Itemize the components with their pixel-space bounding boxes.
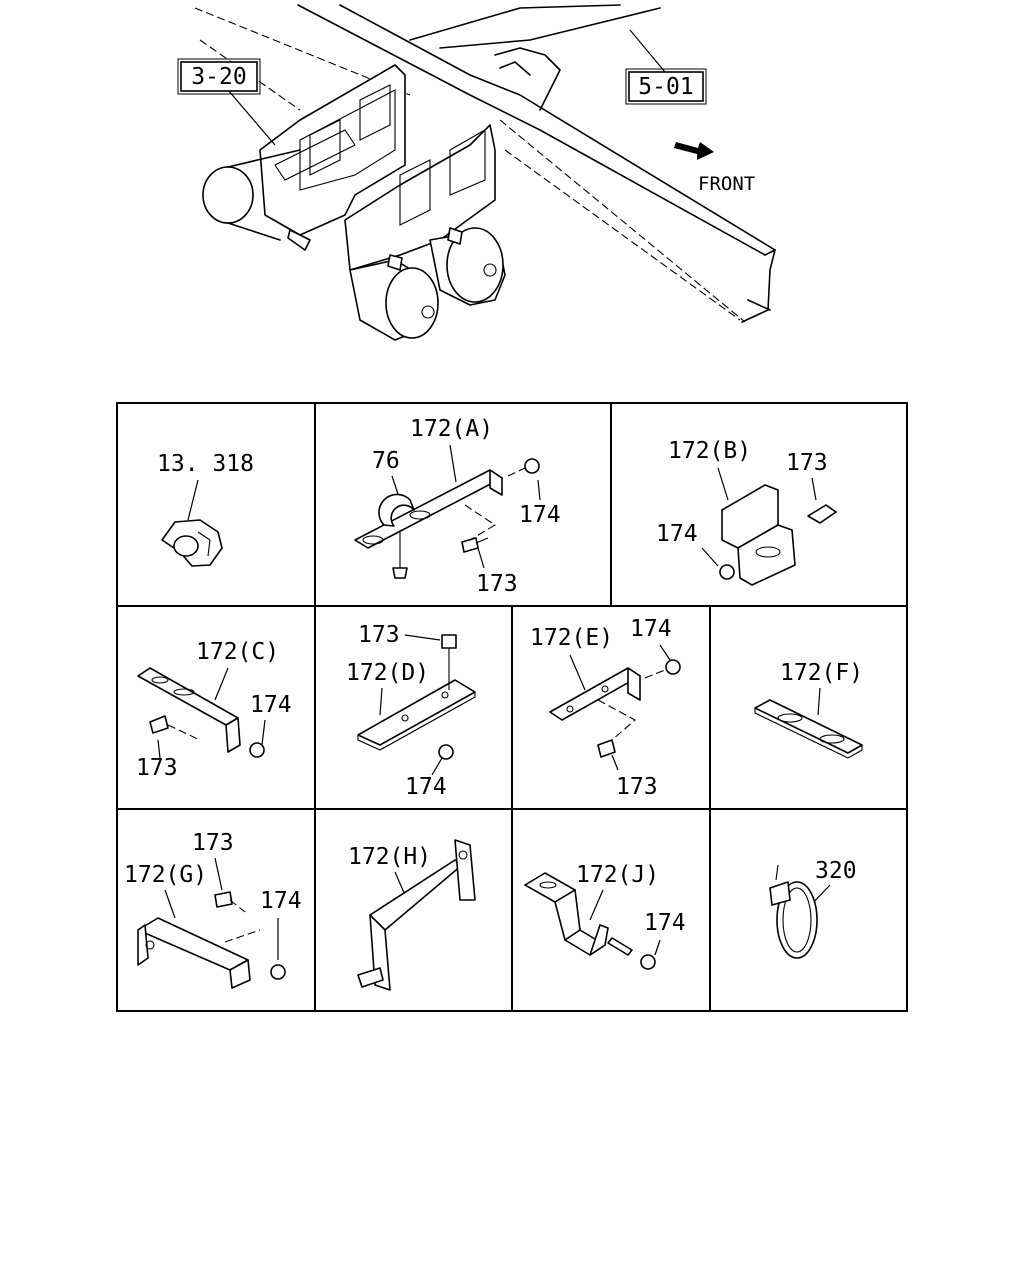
clip-icon — [161, 519, 223, 567]
cell-bracket-172f: 172(F) — [754, 660, 863, 759]
part-label-172b: 172(B) — [668, 438, 751, 464]
part-label-174-a: 174 — [519, 502, 561, 528]
part-label-174-d: 174 — [405, 774, 447, 800]
part-label-172e: 172(E) — [530, 625, 613, 651]
cable-tie-icon — [769, 864, 818, 959]
cell-bracket-172h: 172(H) — [348, 839, 476, 991]
front-label: FRONT — [698, 173, 755, 195]
front-arrow-icon — [674, 142, 714, 160]
part-label-172f: 172(F) — [780, 660, 863, 686]
part-label-76: 76 — [372, 448, 400, 474]
bracket-172a-icon — [354, 458, 540, 579]
part-label-172c: 172(C) — [196, 639, 279, 665]
bracket-172h-icon — [357, 839, 476, 991]
main-assembly-view: 3-20 5-01 FRONT — [177, 4, 776, 341]
bracket-172b-icon — [719, 484, 837, 586]
part-label-172h: 172(H) — [348, 844, 431, 870]
cell-cable-tie-320: 320 — [769, 858, 857, 959]
air-tank-lower — [349, 259, 439, 341]
bracket-172f-icon — [754, 699, 863, 759]
cell-clip-13-318: 13. 318 — [157, 451, 254, 567]
part-label-173-d: 173 — [358, 622, 400, 648]
bracket-172e-icon — [549, 659, 681, 758]
ref-5-01-label: 5-01 — [638, 74, 693, 100]
ref-3-20-label: 3-20 — [191, 64, 246, 90]
bracket-172c-icon — [137, 667, 265, 758]
part-label-174-e: 174 — [630, 616, 672, 642]
cell-bracket-172b: 172(B) 173 174 — [656, 438, 837, 586]
part-label-174-c: 174 — [250, 692, 292, 718]
part-label-172g: 172(G) — [124, 862, 207, 888]
part-label-172a: 172(A) — [410, 416, 493, 442]
mounting-bracket — [259, 64, 496, 271]
part-label-173-c: 173 — [136, 755, 178, 781]
air-tank-left — [202, 149, 301, 241]
part-label-174-g: 174 — [260, 888, 302, 914]
part-label-172d: 172(D) — [346, 660, 429, 686]
frame-rail — [194, 4, 776, 323]
cell-bracket-172c: 172(C) 174 173 — [136, 639, 292, 781]
part-label-173-a: 173 — [476, 571, 518, 597]
cell-bracket-172e: 172(E) 174 173 — [530, 616, 681, 800]
ref-box-3-20: 3-20 — [177, 58, 261, 95]
part-label-174-j: 174 — [644, 910, 686, 936]
cell-bracket-172g: 173 172(G) 174 — [124, 830, 302, 989]
part-label-172j: 172(J) — [576, 862, 659, 888]
cell-bracket-172j: 172(J) 174 — [524, 862, 686, 970]
valve-fittings — [287, 227, 463, 271]
bracket-172g-icon — [137, 891, 286, 989]
part-label-174-b: 174 — [656, 521, 698, 547]
part-label-173-g: 173 — [192, 830, 234, 856]
ref-box-5-01: 5-01 — [625, 68, 707, 105]
cell-bracket-172a: 172(A) 76 174 173 — [354, 416, 561, 597]
part-label-173-e: 173 — [616, 774, 658, 800]
part-label-320: 320 — [815, 858, 857, 884]
cell-bracket-172d: 173 172(D) 174 — [346, 622, 476, 800]
part-label-13-318: 13. 318 — [157, 451, 254, 477]
leader-3-20 — [227, 89, 276, 146]
bracket-172d-icon — [357, 634, 476, 760]
leader-5-01 — [629, 29, 666, 73]
air-tank-right — [429, 227, 506, 306]
bracket-172j-icon — [524, 872, 656, 970]
part-label-173-b: 173 — [786, 450, 828, 476]
